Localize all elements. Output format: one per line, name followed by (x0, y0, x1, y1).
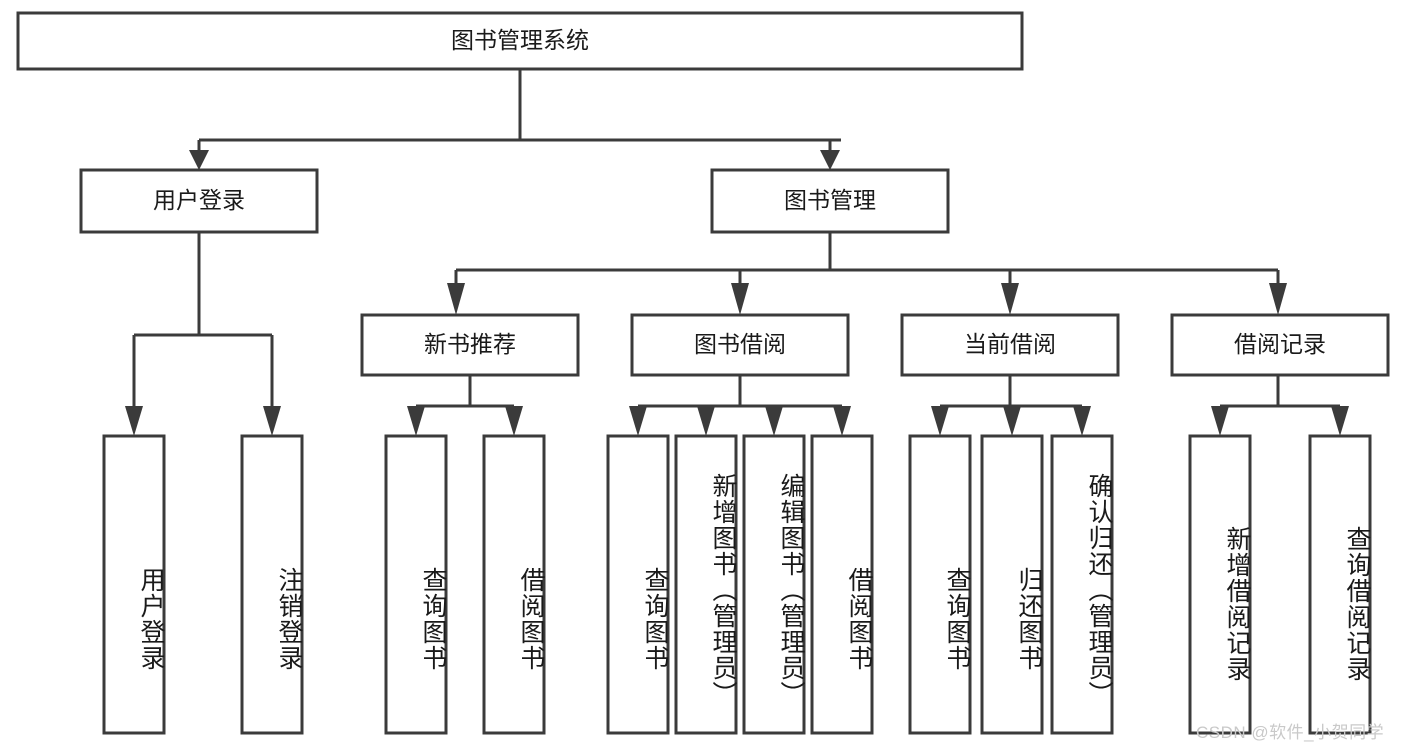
arrow-head-icon (820, 150, 840, 170)
node-current-borrow[interactable]: 当前借阅 (900, 313, 1120, 377)
leaf-box-edit-book-admin[interactable] (742, 434, 806, 735)
arrow-head-icon (1003, 406, 1021, 436)
connector-login-to-leaves (125, 232, 281, 436)
arrow-head-icon (407, 406, 425, 436)
arrow-head-icon (125, 406, 143, 436)
leaf-box-query-borrow-record[interactable] (1308, 434, 1372, 735)
leaf-box-query-books-new[interactable] (384, 434, 448, 735)
leaf-box-return-books[interactable] (980, 434, 1044, 735)
arrow-head-icon (765, 406, 783, 436)
node-new-book-recommend-box (360, 313, 580, 377)
node-book-borrow[interactable]: 图书借阅 (630, 313, 850, 377)
node-root-system[interactable]: 图书管理系统 (16, 11, 1024, 71)
node-book-management[interactable]: 图书管理 (710, 168, 950, 234)
node-borrow-records[interactable]: 借阅记录 (1170, 313, 1390, 377)
arrow-head-icon (1269, 283, 1287, 315)
leaf-box-borrow-books[interactable] (810, 434, 874, 735)
connector-root-to-level2 (189, 69, 841, 170)
node-book-borrow-label: 图书借阅 (694, 331, 786, 357)
node-root-label: 图书管理系统 (451, 27, 589, 53)
node-root-box (16, 11, 1024, 71)
csdn-watermark: CSDN @软件_小贺同学 (1196, 723, 1385, 742)
arrow-head-icon (731, 283, 749, 315)
arrow-head-icon (447, 283, 465, 315)
leaf-box-confirm-return-admin[interactable] (1050, 434, 1114, 735)
node-current-borrow-label: 当前借阅 (964, 331, 1056, 357)
arrow-head-icon (189, 150, 209, 170)
node-user-login-box (79, 168, 319, 234)
node-new-book-recommend[interactable]: 新书推荐 (360, 313, 580, 377)
leaf-box-query-books-borrow[interactable] (606, 434, 670, 735)
node-borrow-records-label: 借阅记录 (1234, 331, 1326, 357)
arrow-head-icon (629, 406, 647, 436)
connector-books-to-level3 (447, 232, 1287, 315)
arrow-head-icon (931, 406, 949, 436)
connector-newbooks-to-leaves (407, 375, 523, 436)
node-book-borrow-box (630, 313, 850, 377)
arrow-head-icon (697, 406, 715, 436)
arrow-head-icon (1073, 406, 1091, 436)
leaf-box-query-books-current[interactable] (908, 434, 972, 735)
node-user-login[interactable]: 用户登录 (79, 168, 319, 234)
arrow-head-icon (1211, 406, 1229, 436)
arrow-head-icon (1001, 283, 1019, 315)
leaf-box-add-book-admin[interactable] (674, 434, 738, 735)
leaf-boxes-group (102, 434, 1372, 735)
leaf-box-add-borrow-record[interactable] (1188, 434, 1252, 735)
connector-current-to-leaves (931, 375, 1091, 436)
arrow-head-icon (505, 406, 523, 436)
node-book-management-box (710, 168, 950, 234)
connector-borrow-to-leaves (629, 375, 851, 436)
node-book-management-label: 图书管理 (784, 187, 876, 213)
arrow-head-icon (833, 406, 851, 436)
node-current-borrow-box (900, 313, 1120, 377)
arrow-head-icon (1331, 406, 1349, 436)
node-user-login-label: 用户登录 (153, 187, 245, 213)
connector-records-to-leaves (1211, 375, 1349, 436)
leaf-box-user-login[interactable] (102, 434, 166, 735)
arrow-head-icon (263, 406, 281, 436)
node-new-book-recommend-label: 新书推荐 (424, 331, 516, 357)
leaf-box-borrow-books-new[interactable] (482, 434, 546, 735)
node-borrow-records-box (1170, 313, 1390, 377)
leaf-box-logout[interactable] (240, 434, 304, 735)
